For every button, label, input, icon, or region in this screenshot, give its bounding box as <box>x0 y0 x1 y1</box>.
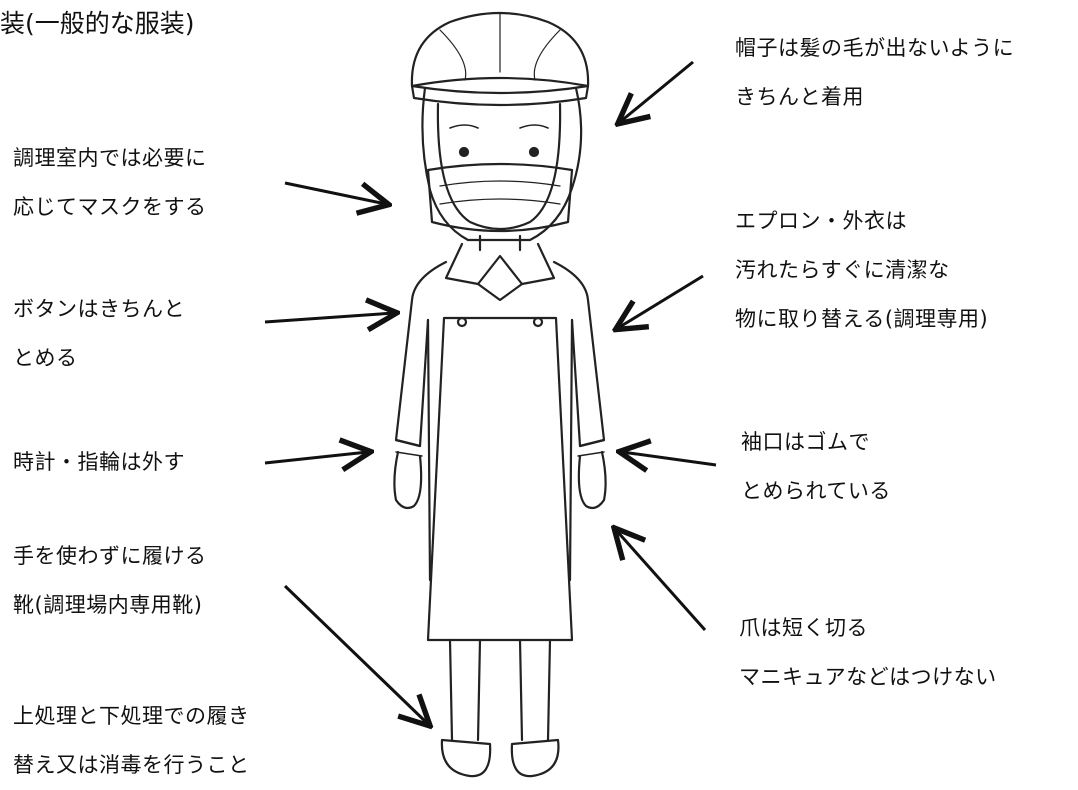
arrow-apron <box>618 274 704 328</box>
note-nails: 爪は短く切る マニキュアなどはつけない <box>739 604 997 702</box>
coat <box>394 260 448 448</box>
hair-outline <box>421 86 583 242</box>
collar <box>444 242 556 286</box>
note-buttons-line-2: とめる <box>13 346 78 370</box>
arrow-shoes <box>283 584 428 724</box>
note-buttons-line-1: ボタンはきちんと <box>13 297 185 321</box>
left-hand <box>393 450 423 510</box>
arrow-cap <box>620 60 694 122</box>
right-hand <box>577 450 607 510</box>
note-change: 上処理と下処理での履き 替え又は消毒を行うこと <box>13 692 250 790</box>
face <box>436 102 562 231</box>
note-change-line-1: 上処理と下処理での履き <box>13 704 250 728</box>
note-shoes-line-2: 靴(調理場内専用靴) <box>13 593 203 617</box>
note-cuffs: 袖口はゴムで とめられている <box>741 418 891 516</box>
apron <box>426 316 574 642</box>
note-change-line-2: 替え又は消毒を行うこと <box>13 753 250 777</box>
note-apron-line-3: 物に取り替える(調理専用) <box>735 307 989 331</box>
shoes <box>440 738 492 778</box>
note-cap-line-2: きちんと着用 <box>735 85 864 109</box>
arrow-buttons <box>264 313 394 322</box>
note-mask: 調理室内では必要に 応じてマスクをする <box>13 134 207 232</box>
arrow-mask <box>284 181 386 204</box>
note-watch: 時計・指輪は外す <box>13 438 185 487</box>
arrow-nails <box>616 530 707 631</box>
cap <box>410 11 590 88</box>
note-cuffs-line-2: とめられている <box>741 479 891 503</box>
note-cuffs-line-1: 袖口はゴムで <box>741 430 870 454</box>
legs <box>448 638 552 742</box>
mask <box>426 162 574 233</box>
note-apron-line-2: 汚れたらすぐに清潔な <box>735 258 950 282</box>
note-nails-line-2: マニキュアなどはつけない <box>739 665 997 689</box>
note-shoes-line-1: 手を使わずに履ける <box>13 544 207 568</box>
note-apron-line-1: エプロン・外衣は <box>735 209 907 233</box>
arrow-cuffs <box>622 452 717 465</box>
note-shoes: 手を使わずに履ける 靴(調理場内専用靴) <box>13 532 207 630</box>
note-cap-line-1: 帽子は髪の毛が出ないように <box>735 36 1015 60</box>
note-cap: 帽子は髪の毛が出ないように きちんと着用 <box>735 24 1014 122</box>
note-watch-line-1: 時計・指輪は外す <box>13 450 185 474</box>
arrow-watch <box>264 452 368 463</box>
note-mask-line-2: 応じてマスクをする <box>13 195 207 219</box>
note-apron: エプロン・外衣は 汚れたらすぐに清潔な 物に取り替える(調理専用) <box>735 197 988 344</box>
note-buttons: ボタンはきちんと とめる <box>13 285 185 383</box>
note-nails-line-1: 爪は短く切る <box>739 616 868 640</box>
page-title: 装(一般的な服装) <box>0 9 195 38</box>
note-mask-line-1: 調理室内では必要に <box>13 146 207 170</box>
